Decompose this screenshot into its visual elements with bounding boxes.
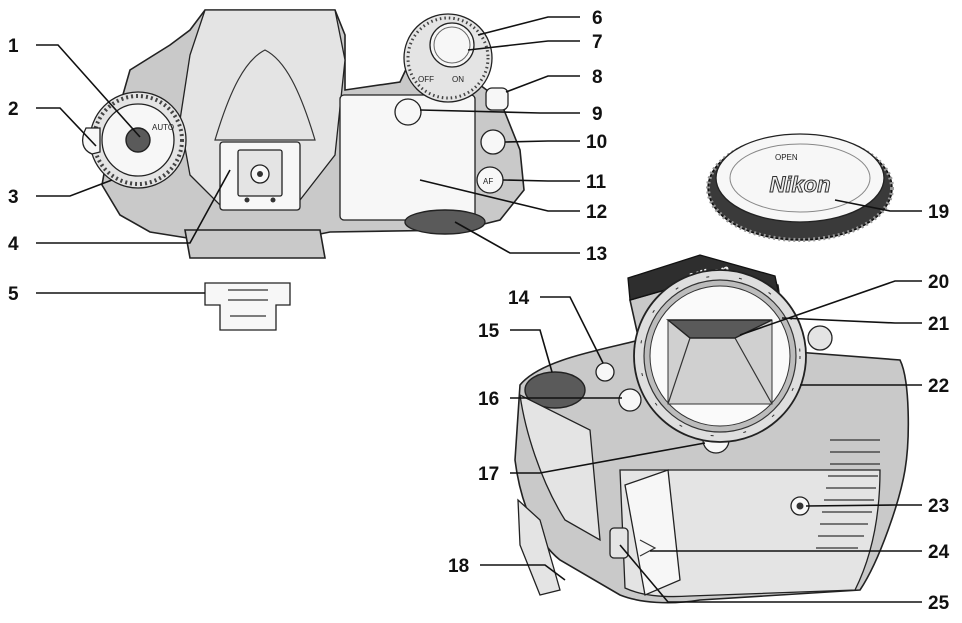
callout-19: 19 [928, 202, 949, 223]
af-assist-lamp [595, 362, 615, 382]
callout-10: 10 [586, 132, 607, 153]
sub-command-dial [524, 371, 586, 409]
callout-3: 3 [8, 187, 19, 208]
callout-22: 22 [928, 376, 949, 397]
exposure-comp-button [485, 87, 509, 111]
callout-6: 6 [592, 8, 603, 29]
callout-5: 5 [8, 284, 19, 305]
camera-front-view: Nikon [514, 254, 910, 604]
callout-16: 16 [478, 389, 499, 410]
callout-14: 14 [508, 288, 530, 309]
lens-mount-icon [633, 269, 807, 443]
dial-auto-label: AUTO [152, 123, 174, 132]
callout-2: 2 [8, 99, 19, 120]
callout-4: 4 [8, 234, 19, 255]
callout-13: 13 [586, 244, 607, 265]
battery-latch [609, 527, 629, 559]
callout-11: 11 [586, 172, 607, 193]
camera-top-view: AUTO OFF ON AF [81, 9, 525, 259]
bottom-plate [619, 469, 881, 598]
callout-20: 20 [928, 272, 949, 293]
callout-9: 9 [592, 104, 603, 125]
callout-numbers: 1 2 3 4 5 6 7 8 9 10 11 12 13 14 15 16 1… [8, 8, 950, 614]
callout-23: 23 [928, 496, 949, 517]
callout-8: 8 [592, 67, 603, 88]
body-cap-icon: OPEN Nikon [706, 133, 894, 242]
callout-12: 12 [586, 202, 607, 223]
callout-15: 15 [478, 321, 500, 342]
metering-button [394, 98, 422, 126]
battery-cover [624, 469, 681, 596]
flash-button [618, 388, 642, 412]
callout-18: 18 [448, 556, 469, 577]
callout-24: 24 [928, 542, 950, 563]
bottom-vents [816, 439, 880, 549]
leader-lines [36, 16, 922, 603]
af-button-label: AF [483, 177, 493, 186]
command-dial [404, 209, 486, 235]
power-off-label: OFF [418, 75, 434, 84]
power-on-label: ON [452, 75, 464, 84]
cap-brand-label: Nikon [769, 172, 830, 197]
cap-open-label: OPEN [775, 153, 798, 162]
callout-25: 25 [928, 593, 950, 614]
lens-release-button [807, 325, 833, 351]
callout-1: 1 [8, 36, 19, 57]
power-switch: OFF ON [403, 13, 493, 103]
mode-dial-icon: AUTO [89, 91, 187, 189]
callout-17: 17 [478, 464, 499, 485]
callout-7: 7 [592, 32, 603, 53]
release-mode-button [480, 129, 506, 155]
callout-21: 21 [928, 314, 950, 335]
shutter-release-icon [429, 22, 475, 68]
shoe-cover-icon [204, 282, 291, 331]
